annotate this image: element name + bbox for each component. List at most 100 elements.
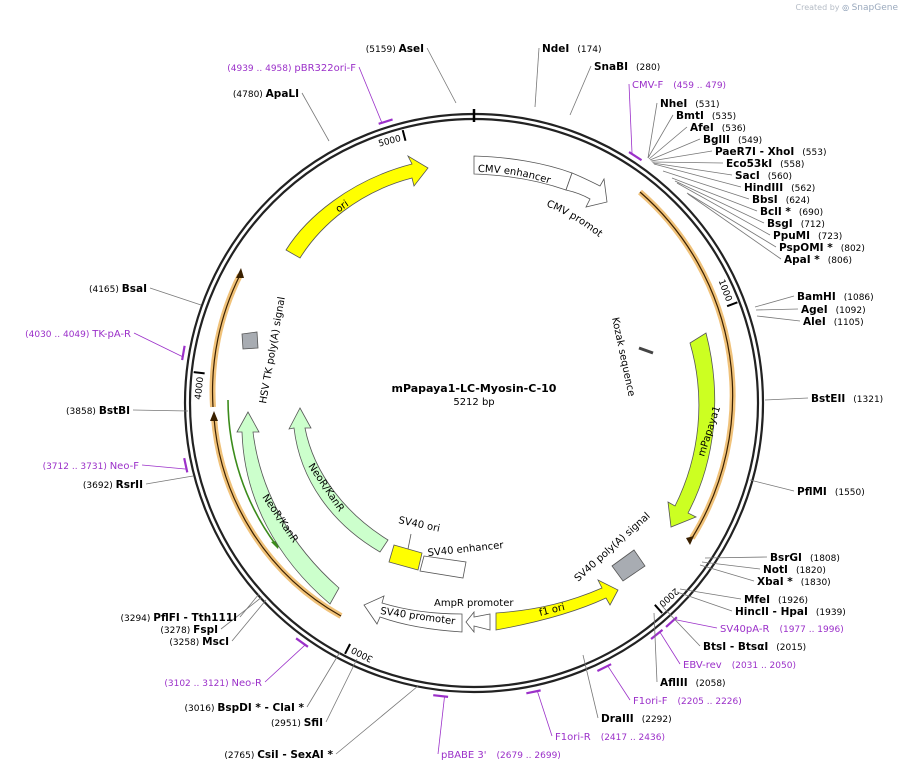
leader-lines [132, 47, 809, 755]
enzyme-label[interactable]: BamHI(1086) [797, 291, 874, 303]
feature-sv40-promoter-arrow[interactable] [363, 595, 463, 633]
enzyme-label[interactable]: NheI(531) [660, 98, 720, 110]
feature-sv40-ori-box[interactable] [388, 544, 423, 571]
enzyme-leader [231, 599, 267, 642]
enzyme-position: (1321) [853, 395, 883, 405]
enzyme-name: CsiI - SexAI * [257, 749, 333, 761]
enzyme-position: (2951) [271, 719, 304, 729]
enzyme-position: (535) [712, 112, 736, 122]
enzyme-leader [325, 658, 358, 723]
enzyme-label[interactable]: MfeI(1926) [744, 594, 808, 606]
enzyme-name: XbaI * [757, 576, 793, 588]
enzyme-label[interactable]: (4165) BsaI [89, 283, 147, 295]
feature-hsv-tk-polya-box[interactable] [241, 331, 259, 350]
enzyme-label[interactable]: ApaI *(806) [784, 254, 852, 266]
enzyme-label[interactable]: AleI(1105) [803, 316, 864, 328]
enzyme-label[interactable]: SnaBI(280) [594, 61, 660, 73]
enzyme-name: AleI [803, 316, 826, 328]
enzyme-label[interactable]: AgeI(1092) [801, 304, 866, 316]
enzyme-position: (3258) [169, 638, 202, 648]
enzyme-leader [648, 126, 688, 160]
enzyme-label[interactable]: BsgI(712) [767, 218, 825, 230]
enzyme-label[interactable]: (3278) FspI [160, 624, 218, 636]
enzyme-leader [650, 150, 713, 162]
enzyme-label[interactable]: SacI(560) [735, 170, 792, 182]
feature-neor-kanr-outer-arrow[interactable] [236, 411, 340, 605]
enzyme-position: (3858) [66, 407, 99, 417]
enzyme-leader [145, 475, 194, 485]
enzyme-leader [749, 479, 795, 492]
enzyme-label[interactable]: BmtI(535) [676, 110, 736, 122]
primer-leader [264, 644, 306, 683]
feature-ori-arrow[interactable] [285, 154, 429, 259]
enzyme-position: (3294) [120, 614, 153, 624]
enzyme-position: (1939) [816, 608, 846, 618]
enzyme-leader [534, 47, 540, 108]
feature-f1ori-arrow[interactable] [495, 579, 619, 631]
enzyme-leader [653, 163, 742, 188]
enzyme-label[interactable]: PpuMI(723) [773, 230, 842, 242]
enzyme-leader [679, 588, 742, 600]
enzyme-name: PflFI - Tth111I [153, 612, 237, 624]
enzyme-leader [239, 593, 260, 618]
primer-mark [295, 637, 309, 648]
enzyme-label[interactable]: AflIII(2058) [660, 677, 726, 689]
enzyme-leader [149, 287, 202, 306]
enzyme-label[interactable]: AfeI(536) [690, 122, 746, 134]
enzyme-position: (2058) [696, 679, 726, 689]
enzyme-label[interactable]: PflMI(1550) [797, 486, 865, 498]
enzyme-leader [764, 397, 809, 401]
enzyme-position: (1926) [778, 596, 808, 606]
enzyme-label[interactable]: PspOMI *(802) [779, 242, 865, 254]
primer-label: (4030 .. 4049) TK-pA-R [25, 329, 131, 340]
enzyme-label[interactable]: BsrGI(1808) [770, 552, 840, 564]
enzyme-label[interactable]: XbaI *(1830) [757, 576, 831, 588]
enzyme-label[interactable]: BclI *(690) [760, 206, 823, 218]
enzyme-name: AseI [399, 43, 424, 55]
enzyme-name: FspI [193, 624, 218, 636]
enzyme-label[interactable]: BbsI(624) [752, 194, 810, 206]
enzyme-position: (280) [636, 63, 660, 73]
enzyme-label[interactable]: (3016) BspDI * - ClaI * [185, 702, 305, 714]
enzyme-label[interactable]: (2765) CsiI - SexAI * [224, 749, 333, 761]
enzyme-leader [301, 92, 330, 142]
enzyme-label[interactable]: DraIII(2292) [601, 713, 672, 725]
enzyme-label[interactable]: NotI(1820) [763, 564, 826, 576]
enzyme-label[interactable]: BstEII(1321) [811, 393, 883, 405]
credit-brand: SnapGene [851, 3, 898, 13]
feature-kozak-mark[interactable] [638, 346, 654, 355]
enzyme-label[interactable]: NdeI(174) [542, 43, 602, 55]
enzyme-label[interactable]: HindIII(562) [744, 182, 815, 194]
enzyme-name: BtsI - BtsαI [703, 641, 768, 653]
enzyme-name: NdeI [542, 43, 569, 55]
feature-sv40-enhancer-box[interactable] [419, 555, 467, 579]
orf-neo-line [213, 417, 342, 617]
enzyme-label[interactable]: (5159) AseI [366, 43, 424, 55]
enzyme-label[interactable]: (2951) SfiI [271, 717, 323, 729]
enzyme-label[interactable]: (3692) RsrII [83, 479, 143, 491]
primer-leader [536, 690, 553, 737]
enzyme-name: BstBI [99, 405, 130, 417]
primer-name: EBV-rev [683, 660, 722, 671]
enzyme-label[interactable]: (4780) ApaLI [233, 88, 299, 100]
feature-cmv-promoter-arrow[interactable] [565, 172, 608, 208]
enzyme-label[interactable]: HincII - HpaI(1939) [735, 606, 846, 618]
feature-sv40-polya-box[interactable] [611, 549, 646, 582]
enzyme-leader [699, 564, 755, 582]
feature-neor-kanr-inner-arrow[interactable] [288, 407, 389, 553]
tick-label: 2000 [656, 585, 680, 608]
enzyme-leader [426, 47, 457, 104]
feature-mpapaya1-arrow[interactable] [667, 332, 716, 528]
enzyme-label[interactable]: BglII(549) [703, 134, 762, 146]
enzyme-name: PpuMI [773, 230, 810, 242]
enzyme-label[interactable]: PaeR7I - XhoI(553) [715, 146, 826, 158]
feature-sv40-ori-label: SV40 ori [397, 515, 440, 535]
feature-ampr-promoter-arrow[interactable] [465, 610, 491, 634]
enzyme-label[interactable]: (3858) BstBI [66, 405, 130, 417]
enzyme-label[interactable]: (3258) MscI [169, 636, 229, 648]
enzyme-label[interactable]: (3294) PflFI - Tth111I [120, 612, 237, 624]
enzyme-position: (3278) [160, 626, 193, 636]
enzyme-leader [755, 308, 799, 311]
enzyme-label[interactable]: BtsI - BtsαI(2015) [703, 641, 806, 653]
enzyme-label[interactable]: Eco53kI(558) [726, 158, 804, 170]
